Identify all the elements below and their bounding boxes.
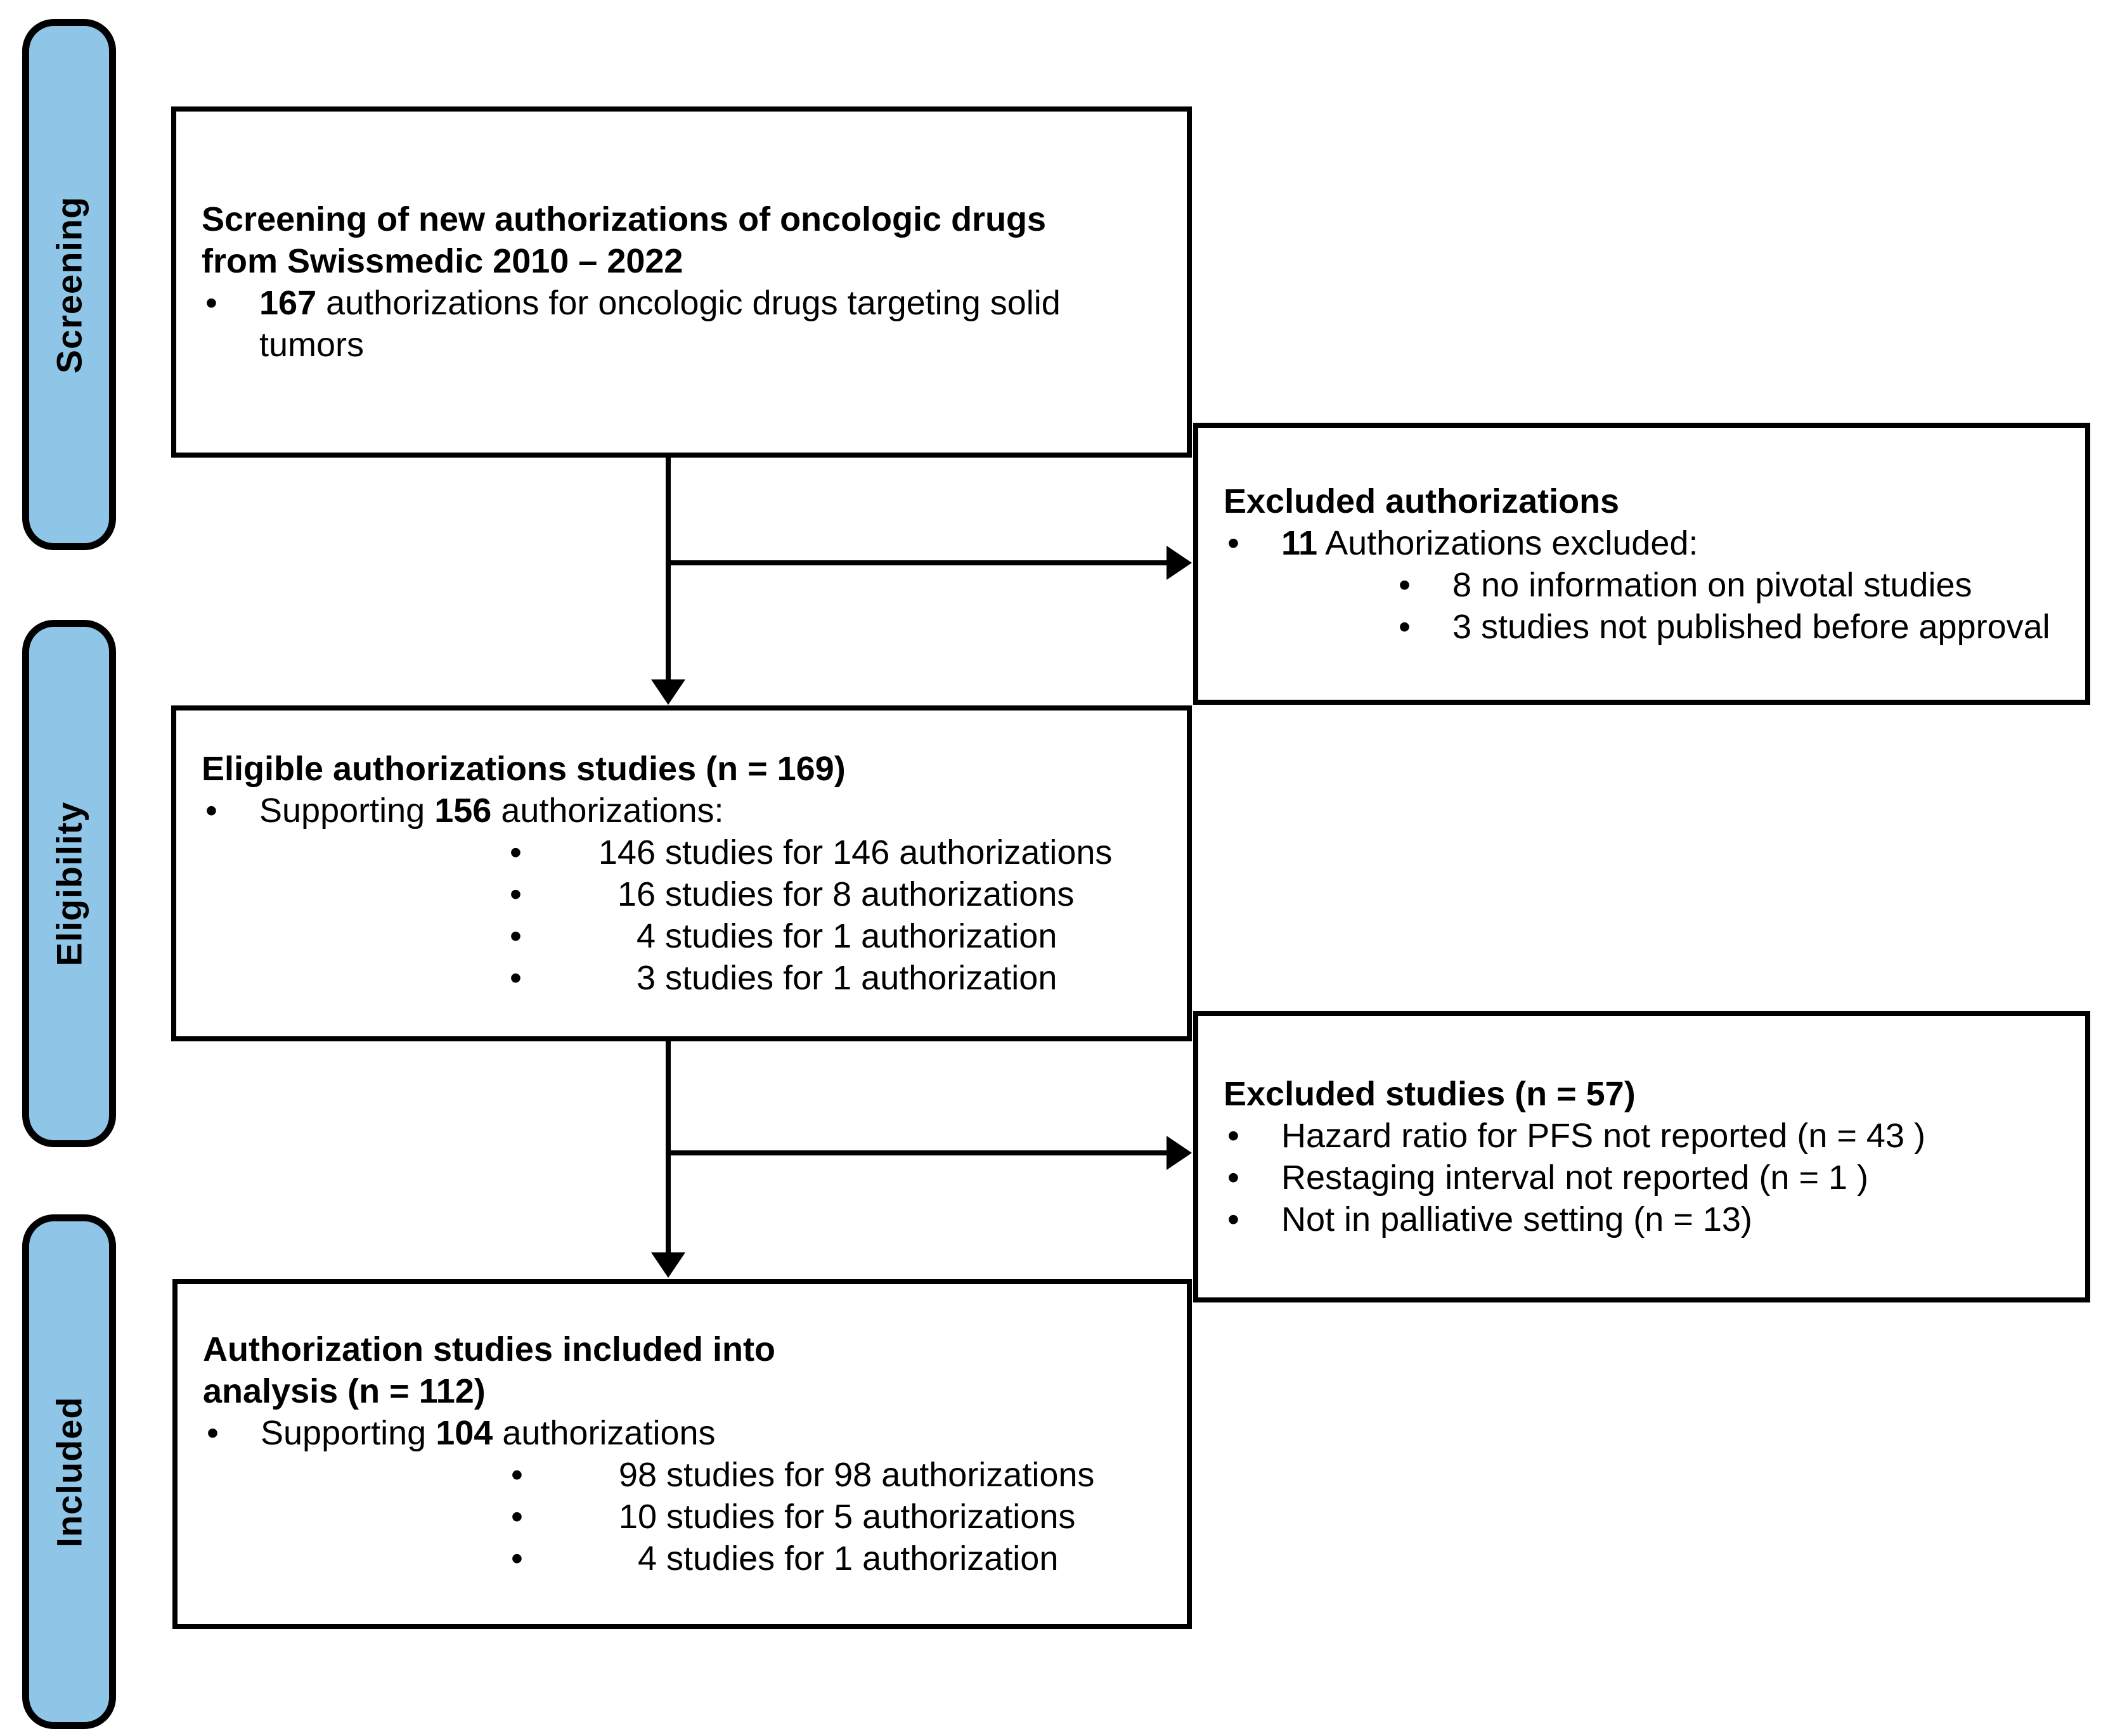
- included-box-sub-text: studies for 1 authorization: [657, 1540, 1059, 1578]
- included-box-sub-item: • 98 studies for 98 authorizations: [507, 1454, 1161, 1496]
- screening-box-item: • 167 authorizations for oncologic drugs…: [202, 282, 1161, 366]
- screening-box-item-count: 167: [259, 284, 317, 322]
- bullet-dot: •: [1399, 607, 1411, 646]
- eligible-box-sub-text: studies for 146 authorizations: [656, 833, 1113, 871]
- stage-label-included: Included: [49, 1396, 89, 1548]
- screening-box-item-wrap: tumors: [259, 326, 365, 364]
- included-box-item: • Supporting 104 authorizations: [203, 1412, 1161, 1454]
- arrowhead-right-excluded-studies: [1167, 1136, 1192, 1170]
- included-box-sub-count: 10: [618, 1498, 657, 1536]
- excluded-studies-item-text: Hazard ratio for PFS not reported (n = 4…: [1281, 1117, 1925, 1155]
- excluded-studies-item-text: Restaging interval not reported (n = 1 ): [1281, 1159, 1869, 1197]
- excluded-authorizations-rest: Authorizations excluded:: [1317, 524, 1698, 562]
- connector-to-excluded-studies: [668, 1150, 1169, 1155]
- included-box: Authorization studies included into anal…: [172, 1279, 1192, 1629]
- eligible-box-item-post: authorizations:: [491, 792, 724, 830]
- eligible-box: Eligible authorizations studies (n = 169…: [171, 705, 1192, 1041]
- excluded-authorizations-box: Excluded authorizations • 11 Authorizati…: [1193, 423, 2090, 705]
- excluded-authorizations-sub-item: • 3 studies not published before approva…: [1395, 606, 2060, 648]
- arrowhead-right-excluded-authorizations: [1167, 546, 1192, 580]
- eligible-box-sub-text: studies for 1 authorization: [656, 959, 1057, 997]
- eligible-box-sub-count: 16: [617, 875, 656, 913]
- bullet-dot: •: [510, 917, 522, 955]
- bullet-dot: •: [510, 959, 522, 997]
- screening-box-title-line2: from Swissmedic 2010 – 2022: [202, 242, 683, 280]
- bullet-dot: •: [511, 1456, 523, 1494]
- excluded-authorizations-sub-text: 3 studies not published before approval: [1452, 607, 2050, 646]
- screening-box-title: Screening of new authorizations of oncol…: [202, 198, 1161, 282]
- eligible-box-item-text: Supporting 156 authorizations:: [259, 790, 1161, 832]
- bullet-dot: •: [1399, 565, 1411, 604]
- excluded-studies-title: Excluded studies (n = 57): [1224, 1075, 1636, 1113]
- connector-screening-to-eligible: [666, 458, 671, 681]
- included-box-title-line2: analysis (n = 112): [203, 1372, 486, 1410]
- excluded-authorizations-item: • 11 Authorizations excluded:: [1224, 522, 2060, 564]
- eligible-box-sub-count: 4: [636, 917, 656, 955]
- bullet-dot: •: [510, 833, 522, 871]
- eligible-box-item-pre: Supporting: [259, 792, 435, 830]
- stage-pill-included: Included: [22, 1214, 116, 1729]
- eligible-box-item: • Supporting 156 authorizations:: [202, 790, 1161, 832]
- bullet-dot: •: [510, 875, 522, 913]
- excluded-authorizations-title: Excluded authorizations: [1224, 482, 1620, 520]
- bullet-dot: •: [207, 1414, 219, 1452]
- included-box-sub-item: • 4 studies for 1 authorization: [507, 1538, 1161, 1579]
- eligible-box-sub-text: studies for 8 authorizations: [656, 875, 1075, 913]
- included-box-sub-text: studies for 5 authorizations: [657, 1498, 1076, 1536]
- included-box-sub-item: • 10 studies for 5 authorizations: [507, 1496, 1161, 1538]
- included-box-sub-text: studies for 98 authorizations: [657, 1456, 1095, 1494]
- stage-label-screening: Screening: [49, 196, 89, 373]
- included-box-item-pre: Supporting: [261, 1414, 436, 1452]
- connector-to-excluded-authorizations: [668, 560, 1169, 565]
- included-box-item-count: 104: [436, 1414, 493, 1452]
- eligible-box-sub-item: • 146 studies for 146 authorizations: [506, 832, 1161, 873]
- eligible-box-sub-item: • 16 studies for 8 authorizations: [506, 873, 1161, 915]
- connector-eligible-to-included: [666, 1041, 671, 1253]
- included-box-item-text: Supporting 104 authorizations: [261, 1412, 1161, 1454]
- included-box-title-line1: Authorization studies included into: [203, 1330, 775, 1368]
- stage-label-eligibility: Eligibility: [49, 801, 89, 966]
- stage-pill-eligibility: Eligibility: [22, 620, 116, 1147]
- bullet-dot: •: [1227, 1117, 1239, 1155]
- bullet-dot: •: [511, 1498, 523, 1536]
- eligible-box-item-count: 156: [434, 792, 492, 830]
- eligible-box-sub-count: 146: [598, 833, 656, 871]
- excluded-studies-item-text: Not in palliative setting (n = 13): [1281, 1200, 1752, 1238]
- arrowhead-down-eligible: [651, 679, 685, 705]
- bullet-dot: •: [1227, 1159, 1239, 1197]
- bullet-dot: •: [511, 1540, 523, 1578]
- excluded-authorizations-sub-item: • 8 no information on pivotal studies: [1395, 564, 2060, 606]
- excluded-authorizations-count: 11: [1281, 524, 1318, 562]
- arrowhead-down-included: [651, 1252, 685, 1278]
- excluded-studies-box: Excluded studies (n = 57) • Hazard ratio…: [1193, 1011, 2090, 1302]
- stage-pill-screening: Screening: [22, 19, 116, 550]
- excluded-authorizations-sub-text: 8 no information on pivotal studies: [1452, 565, 1972, 604]
- excluded-authorizations-item-text: 11 Authorizations excluded:: [1281, 522, 2060, 564]
- included-box-title: Authorization studies included into anal…: [203, 1328, 1161, 1412]
- included-box-sub-count: 4: [637, 1540, 657, 1578]
- eligible-box-title: Eligible authorizations studies (n = 169…: [202, 750, 846, 788]
- excluded-studies-item: • Hazard ratio for PFS not reported (n =…: [1224, 1115, 2060, 1157]
- bullet-dot: •: [205, 792, 217, 830]
- eligible-box-sub-item: • 4 studies for 1 authorization: [506, 915, 1161, 957]
- eligible-box-sub-count: 3: [636, 959, 656, 997]
- excluded-studies-item: • Restaging interval not reported (n = 1…: [1224, 1157, 2060, 1199]
- bullet-dot: •: [1227, 1200, 1239, 1238]
- eligible-box-sub-item: • 3 studies for 1 authorization: [506, 957, 1161, 999]
- included-box-sub-count: 98: [618, 1456, 657, 1494]
- screening-box: Screening of new authorizations of oncol…: [171, 106, 1192, 458]
- bullet-dot: •: [205, 284, 217, 322]
- excluded-studies-item: • Not in palliative setting (n = 13): [1224, 1199, 2060, 1240]
- eligible-box-sub-text: studies for 1 authorization: [656, 917, 1057, 955]
- included-box-item-post: authorizations: [493, 1414, 716, 1452]
- screening-box-item-rest: authorizations for oncologic drugs targe…: [316, 284, 1061, 322]
- bullet-dot: •: [1227, 524, 1239, 562]
- screening-box-item-text: 167 authorizations for oncologic drugs t…: [259, 282, 1161, 366]
- screening-box-title-line1: Screening of new authorizations of oncol…: [202, 200, 1047, 238]
